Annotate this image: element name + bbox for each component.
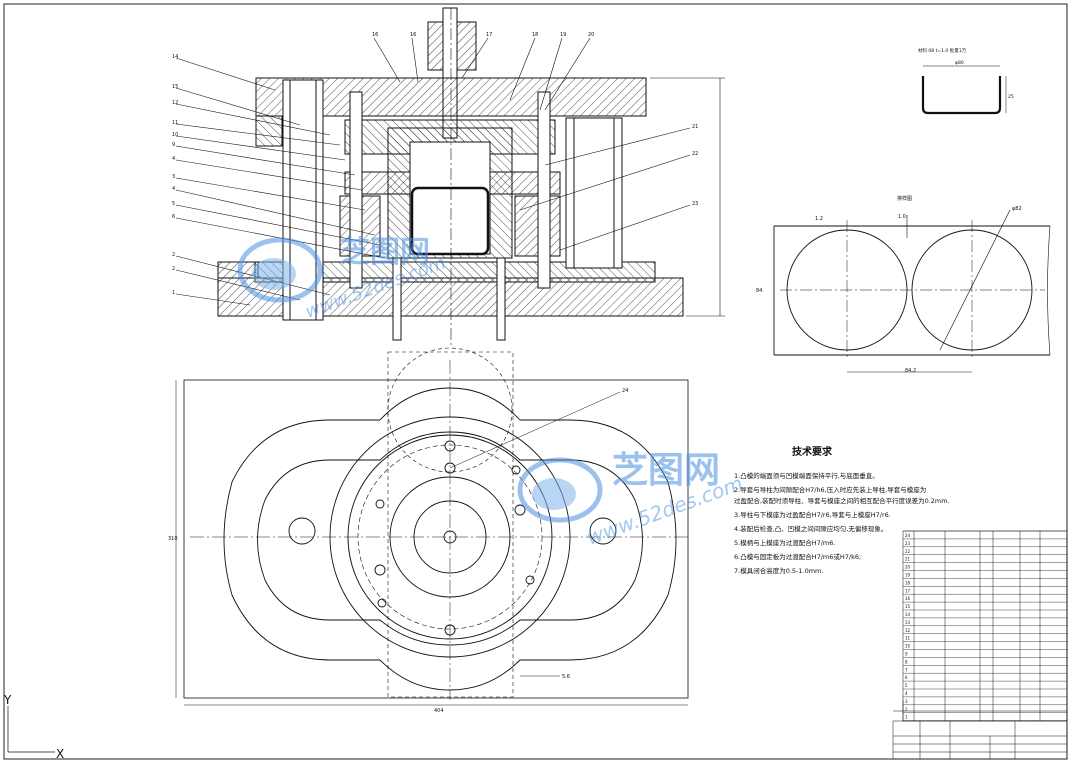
svg-text:排样图: 排样图: [897, 195, 912, 202]
plan-labels: 24 404 310 5.6: [168, 388, 628, 714]
svg-text:11: 11: [172, 120, 178, 126]
svg-text:2: 2: [172, 266, 175, 272]
tech-req-line: 2.导套与导柱为间隙配合H7/h6,压入时应先装上导柱,导套与模座为: [734, 485, 926, 494]
drawn-part-detail: [921, 65, 1007, 115]
svg-text:14: 14: [172, 54, 178, 60]
tech-req-line: 5.模柄与上模座为过渡配合H7/m6.: [734, 538, 835, 547]
bom-row-number: 14: [905, 612, 911, 617]
svg-text:5: 5: [172, 201, 175, 207]
svg-text:3: 3: [172, 174, 175, 180]
bom-row-number: 19: [905, 573, 911, 578]
svg-text:24: 24: [622, 388, 628, 394]
svg-text:4: 4: [172, 186, 175, 192]
svg-text:1: 1: [172, 290, 175, 296]
svg-text:19: 19: [560, 32, 566, 38]
svg-text:1.2: 1.2: [815, 216, 823, 222]
svg-text:5.6: 5.6: [562, 674, 570, 680]
svg-text:310: 310: [168, 536, 178, 542]
tech-req-line: 1.凸模的端面须与凹模端面保持平行,与底面垂直。: [734, 471, 879, 480]
svg-text:84.2: 84.2: [905, 368, 916, 374]
svg-text:1.0: 1.0: [898, 214, 906, 220]
ucs-icon: Y X: [3, 693, 64, 761]
bom-row-number: 3: [905, 699, 908, 704]
part-labels-top: 16 16 17 18 19 20 21 22 23: [372, 32, 698, 207]
bom-row-number: 13: [905, 620, 911, 625]
ucs-x-label: X: [56, 747, 64, 761]
watermark-brand-1: 芝图网: [340, 235, 430, 270]
svg-text:21: 21: [692, 124, 698, 130]
bom-row-number: 20: [905, 565, 911, 570]
svg-text:16: 16: [372, 32, 378, 38]
part-labels-left: 14 15 12 11 10 9 4 3 4 5 6 2 2 1: [172, 54, 178, 296]
tech-req-line: 4.装配后检查,凸、凹模之间间隙应均匀,无偏移现象。: [734, 524, 887, 533]
ucs-y-label: Y: [3, 693, 12, 707]
strip-layout: [773, 209, 1051, 373]
watermark-brand-2: 芝图网: [612, 450, 720, 491]
svg-text:25: 25: [1008, 94, 1014, 100]
svg-text:20: 20: [588, 32, 594, 38]
watermark-logo-2: 芝图网 www.52des.com: [517, 450, 746, 550]
die-section-view: [217, 7, 725, 345]
part-leaders-left: [175, 57, 386, 306]
bom-row-number: 11: [905, 636, 911, 641]
svg-text:23: 23: [692, 201, 698, 207]
tech-req-line: 3.导柱与下模座为过盈配合H7/r6,导套与上模座H7/r6.: [734, 510, 891, 519]
svg-text:18: 18: [532, 32, 538, 38]
bom-row-number: 2: [905, 707, 908, 712]
bom-row-number: 7: [905, 667, 908, 672]
svg-text:16: 16: [410, 32, 416, 38]
tech-requirements: 技术要求 1.凸模的端面须与凹模端面保持平行,与底面垂直。 2.导套与导柱为间隙…: [734, 445, 950, 575]
bom-row-number: 17: [905, 588, 911, 593]
svg-text:12: 12: [172, 100, 178, 106]
svg-text:6: 6: [172, 214, 175, 220]
bom-row-number: 5: [905, 683, 908, 688]
bom-row-number: 24: [905, 533, 911, 538]
svg-text:材料 08 t=1.0 批量1万: 材料 08 t=1.0 批量1万: [918, 47, 967, 54]
bom-row-number: 10: [905, 644, 911, 649]
bom-rows: [903, 530, 1067, 721]
bom-row-number: 21: [905, 557, 911, 562]
bom-row-number: 22: [905, 549, 911, 554]
bom-row-number: 4: [905, 691, 908, 696]
svg-text:17: 17: [486, 32, 492, 38]
drawing-frame: [3, 3, 1068, 760]
bom-row-number: 16: [905, 596, 911, 601]
part-leaders-top: [373, 37, 691, 251]
svg-text:15: 15: [172, 84, 178, 90]
bom-row-number: 15: [905, 604, 911, 609]
bom-row-number: 9: [905, 652, 908, 657]
bom-row-number: 12: [905, 628, 911, 633]
tech-req-line: 7.模具闭合高度为0.5-1.0mm.: [734, 566, 823, 575]
bom-row-number: 18: [905, 580, 911, 585]
svg-text:9: 9: [172, 142, 175, 148]
svg-text:84: 84: [756, 288, 762, 294]
part-detail-labels: 材料 08 t=1.0 批量1万 φ80 25: [918, 47, 1014, 100]
svg-text:404: 404: [434, 708, 444, 714]
bom-row-number: 6: [905, 675, 908, 680]
svg-text:10: 10: [172, 132, 178, 138]
svg-text:2: 2: [172, 252, 175, 258]
svg-text:4: 4: [172, 156, 175, 162]
bom-row-number: 8: [905, 659, 908, 664]
title-block: [892, 700, 1068, 760]
svg-text:φ82: φ82: [1012, 206, 1022, 212]
tech-req-line: 6.凸模与固定板为过渡配合H7/m6或H7/k6;: [734, 552, 861, 561]
bom-row-number: 1: [905, 715, 908, 720]
die-plan-view: [175, 347, 690, 706]
tech-req-line: 过盈配合,装配时须导柱、导套与模座之间的相互配合平行度误差为0.2mm.: [734, 496, 950, 505]
bom-row-number: 23: [905, 541, 911, 546]
svg-text:φ80: φ80: [955, 60, 964, 66]
svg-text:22: 22: [692, 151, 698, 157]
tech-requirements-title: 技术要求: [792, 445, 833, 458]
strip-labels: 排样图 1.2 1.0 φ82 84.2 84: [756, 195, 1022, 374]
